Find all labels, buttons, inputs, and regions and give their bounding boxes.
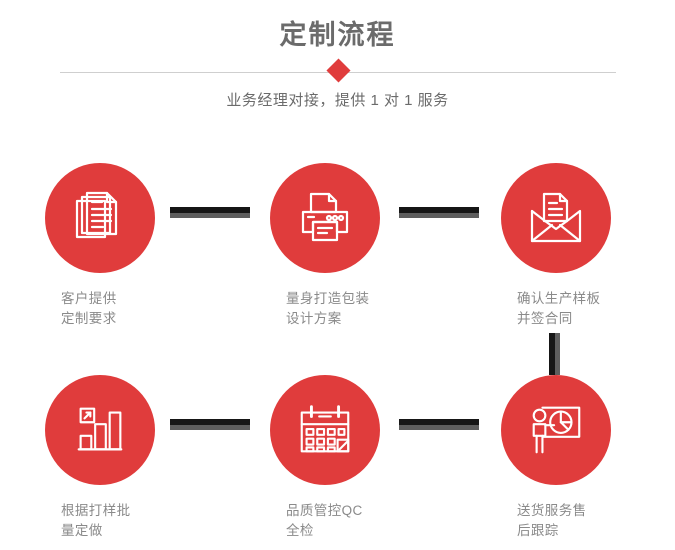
connector-step1-step2	[170, 207, 250, 218]
step-3-icon-circle	[501, 163, 611, 273]
connector-step3-step6	[549, 333, 560, 375]
step-5: 品质管控QC 全检	[270, 375, 440, 541]
step-1-label: 客户提供 定制要求	[61, 291, 117, 326]
connector-step4-step5	[170, 419, 250, 430]
step-2-label: 量身打造包装 设计方案	[286, 291, 370, 326]
connector-bar-dark	[170, 207, 250, 213]
connector-bar-gray	[170, 213, 250, 218]
page-title: 定制流程	[279, 20, 396, 50]
connector-bar-dark	[399, 207, 479, 213]
connector-bar-gray	[170, 425, 250, 430]
connector-bar-gray	[399, 425, 479, 430]
step-1-icon-circle	[45, 163, 155, 273]
connector-bar-dark	[399, 419, 479, 425]
step-3-label: 确认生产样板 并签合同	[517, 291, 601, 326]
step-5-label: 品质管控QC 全检	[286, 503, 363, 538]
step-2-icon-circle	[270, 163, 380, 273]
step-6-label: 送货服务售 后跟踪	[517, 503, 587, 538]
step-6: 送货服务售 后跟踪	[501, 375, 671, 541]
page-subtitle: 业务经理对接，提供 1 对 1 服务	[226, 92, 449, 109]
step-5-icon-circle	[270, 375, 380, 485]
connector-bar-dark	[549, 333, 555, 375]
diamond-accent-icon	[326, 58, 351, 83]
connector-step2-step3	[399, 207, 479, 218]
step-4-label: 根据打样批 量定做	[61, 503, 131, 538]
connector-bar-gray	[399, 213, 479, 218]
step-4: 根据打样批 量定做	[45, 375, 215, 541]
step-4-icon-circle	[45, 375, 155, 485]
step-2: 量身打造包装 设计方案	[270, 163, 440, 329]
connector-bar-dark	[170, 419, 250, 425]
step-1: 客户提供 定制要求	[45, 163, 215, 329]
connector-bar-gray	[555, 333, 560, 375]
connector-step5-step6	[399, 419, 479, 430]
step-6-icon-circle	[501, 375, 611, 485]
step-3: 确认生产样板 并签合同	[501, 163, 671, 329]
